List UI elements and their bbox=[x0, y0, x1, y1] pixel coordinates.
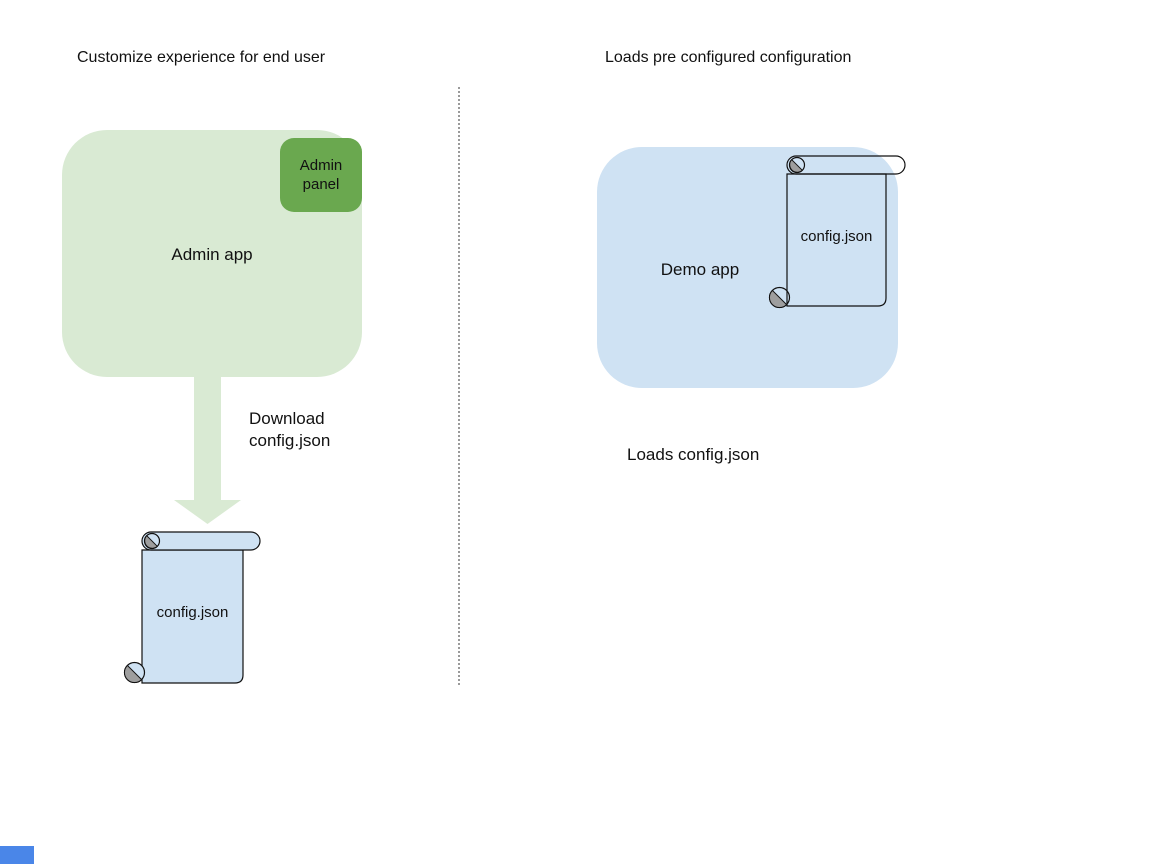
download-caption: Download config.json bbox=[249, 409, 331, 450]
scroll-body bbox=[786, 173, 887, 307]
scroll-top-roll bbox=[786, 155, 906, 175]
section-divider bbox=[458, 87, 460, 686]
download-arrow-icon bbox=[174, 377, 241, 524]
loads-caption: Loads config.json bbox=[627, 445, 760, 464]
scroll-bottom-curl-shade bbox=[123, 664, 143, 684]
scroll-top-roll bbox=[141, 531, 261, 551]
demo-app-box bbox=[597, 147, 898, 388]
config-file-label: config.json bbox=[800, 228, 873, 245]
demo-app-label: Demo app bbox=[660, 260, 740, 279]
scroll-bottom-curl-shade bbox=[768, 289, 788, 309]
config-scroll-icon bbox=[768, 155, 906, 309]
config-file-label: config.json bbox=[156, 604, 229, 621]
admin-app-label: Admin app bbox=[171, 245, 253, 264]
download-arrow-shape bbox=[174, 377, 241, 524]
admin-panel-box: Admin panel bbox=[280, 138, 362, 212]
right-section-title: Loads pre configured configuration bbox=[605, 49, 852, 66]
scroll-top-curl-shade bbox=[144, 534, 159, 549]
left-section-title: Customize experience for end user bbox=[77, 49, 326, 66]
scroll-top-curl-shade bbox=[789, 158, 804, 173]
config-scroll-icon bbox=[123, 531, 261, 684]
admin-panel-label: Admin panel bbox=[299, 157, 343, 193]
scroll-body bbox=[141, 549, 244, 684]
corner-marker bbox=[0, 846, 34, 864]
